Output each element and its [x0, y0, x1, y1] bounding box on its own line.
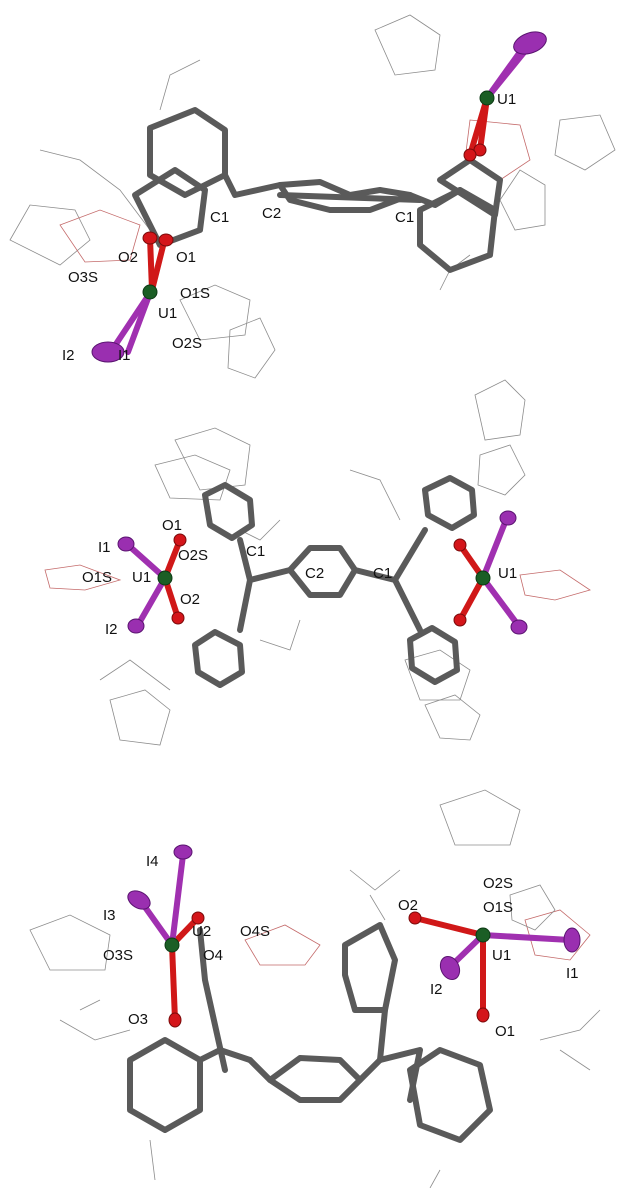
aromatic-skeleton [127, 922, 493, 1143]
thf-wireframe [29, 789, 601, 1188]
u-i-bond [135, 575, 168, 628]
atom-label-c2: C2 [305, 565, 324, 582]
u-i-bond [480, 932, 573, 943]
atom-label-o1: O1 [162, 517, 182, 534]
u-i-bond [480, 575, 521, 628]
atom-label-o1s: O1S [180, 285, 210, 302]
atom-label-o3s: O3S [68, 269, 98, 286]
u-i-bond [169, 852, 186, 948]
oxygen-atom [476, 1007, 490, 1023]
uranium-atom [157, 570, 173, 586]
uranium-atom [475, 927, 491, 943]
panel-1-structure: U1 C1 C2 C1 O2 O1 O3S O1S U1 O2S I2 I1 [9, 14, 616, 379]
atom-label-i2: I2 [430, 981, 443, 998]
aromatic-skeleton [192, 475, 477, 688]
atom-label-u2: U2 [192, 923, 211, 940]
iodine-atom [513, 31, 547, 55]
thf-wireframe [44, 379, 591, 746]
panel-2-structure: I1 O1 O2S C1 C2 C1 U1 O1S U1 O2 I2 [44, 379, 591, 746]
uranium-atom [142, 284, 158, 300]
iodine-atom [127, 890, 151, 910]
atom-label-i2: I2 [105, 621, 118, 638]
atom-label-u1: U1 [497, 91, 516, 108]
atom-label-u1: U1 [132, 569, 151, 586]
iodine-atom [563, 927, 581, 953]
u-i-bond [480, 517, 509, 581]
atom-label-i3: I3 [103, 907, 116, 924]
atom-label-o4: O4 [203, 947, 223, 964]
atom-label-o2s: O2S [178, 547, 208, 564]
atom-label-o4s: O4S [240, 923, 270, 940]
atom-label-o2: O2 [118, 249, 138, 266]
u-i-bond [125, 290, 153, 355]
u-i-bond [484, 49, 523, 101]
oxygen-atom [408, 911, 422, 925]
u-o-bond [169, 942, 178, 1023]
oxygen-atom [142, 231, 158, 245]
atom-label-o3: O3 [128, 1011, 148, 1028]
iodine-atom [91, 341, 125, 363]
oxygen-atom [191, 911, 205, 925]
atom-label-u1: U1 [498, 565, 517, 582]
atom-label-o2: O2 [180, 591, 200, 608]
iodine-atom [499, 510, 517, 526]
atom-label-o2s: O2S [172, 335, 202, 352]
u-o-bond [412, 915, 486, 938]
iodine-atom [117, 536, 135, 552]
oxygen-atom [453, 538, 467, 552]
uranium-atom [479, 90, 495, 106]
atom-label-i1: I1 [118, 347, 131, 364]
oxygen-atom [173, 533, 187, 547]
atom-label-o1: O1 [176, 249, 196, 266]
atom-label-o1s: O1S [82, 569, 112, 586]
atom-label-c1: C1 [395, 209, 414, 226]
atom-label-u1: U1 [158, 305, 177, 322]
u-o-bond [149, 235, 168, 293]
atom-label-i1: I1 [98, 539, 111, 556]
atom-label-i2: I2 [62, 347, 75, 364]
iodine-atom [439, 955, 461, 981]
u-o-bond [467, 95, 490, 158]
atom-label-o2: O2 [398, 897, 418, 914]
u-i-bond [125, 542, 168, 581]
uranium-atom [164, 937, 180, 953]
atom-label-c1: C1 [246, 543, 265, 560]
atom-label-c1: C1 [210, 209, 229, 226]
iodine-atom [173, 844, 193, 860]
atom-label-o3s: O3S [103, 947, 133, 964]
oxygen-atom [158, 233, 174, 247]
iodine-atom [127, 618, 145, 634]
atom-label-c2: C2 [262, 205, 281, 222]
oxygen-atom [168, 1012, 182, 1028]
iodine-atom [510, 619, 528, 635]
atom-label-o1s: O1S [483, 899, 513, 916]
uranium-atom [475, 570, 491, 586]
atom-label-o2s: O2S [483, 875, 513, 892]
atom-label-i1: I1 [566, 965, 579, 982]
oxygen-atom [453, 613, 467, 627]
atom-label-c1: C1 [373, 565, 392, 582]
atom-label-u1: U1 [492, 947, 511, 964]
oxygen-atom [171, 611, 185, 625]
u-o-bond [457, 575, 486, 623]
panel-3-structure: I4 I3 U2 O4S O3S O4 O3 O2S O1S O2 U1 I1 … [29, 789, 601, 1188]
aromatic-skeleton [132, 107, 503, 273]
atom-label-o1: O1 [495, 1023, 515, 1040]
atom-label-i4: I4 [146, 853, 159, 870]
oxygen-atom [463, 148, 477, 162]
